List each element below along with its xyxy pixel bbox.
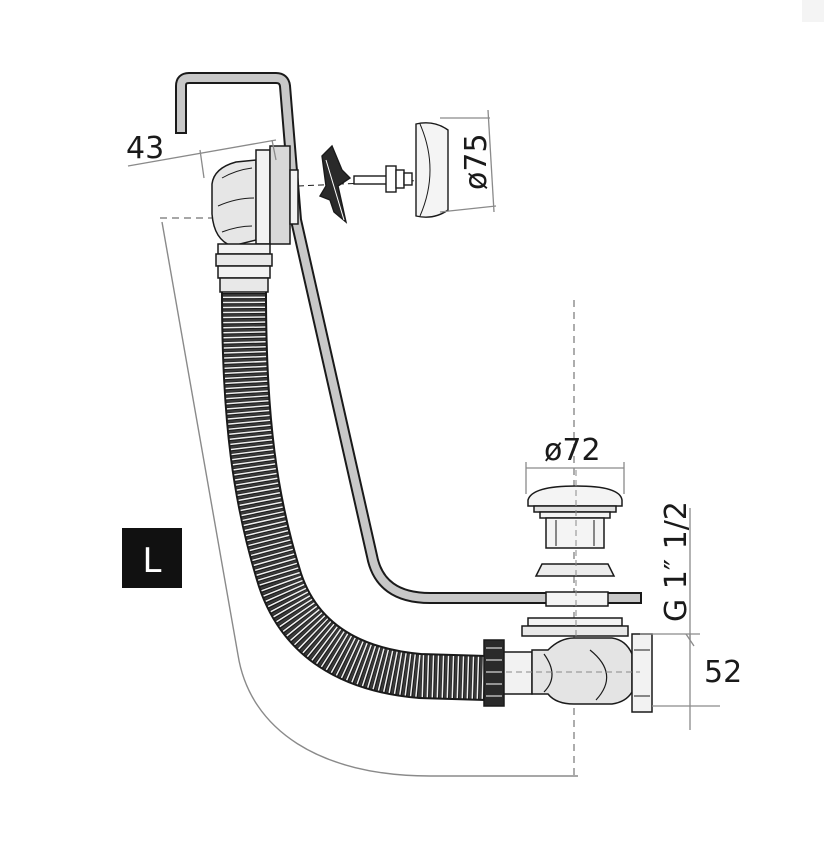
corrugated-hose [221,244,487,701]
overflow-flange [255,149,271,245]
hose-top-collar [215,243,273,293]
dimension-75 [439,109,497,213]
dimension-75-label: ø75 [459,133,494,190]
plug-body [545,517,605,549]
overflow-cover-parts [297,122,449,224]
overflow-cable-tube [175,72,642,604]
length-curved-dimension-line [161,221,578,777]
overflow-head [211,145,299,247]
trap-body [531,637,633,705]
bath-wall-plate [545,591,609,607]
overflow-cap [415,122,449,218]
length-badge-label: L [143,541,162,581]
plug-cap [527,485,623,507]
dimension-43-label: 43 [126,131,164,166]
length-badge [122,528,182,588]
dimension-52-label: 52 [704,655,742,690]
drain-trap-body [483,633,653,713]
dimension-72-label: ø72 [544,433,601,468]
trap-gasket [527,617,623,627]
trap-outlet-nut [631,633,653,713]
hose-spigot [503,651,533,695]
overflow-spider [318,144,352,224]
corner-mark [802,0,824,22]
plug-washer [534,563,616,577]
drain-plug-assembly [521,470,629,640]
dimension-thread-label: G 1″ 1/2 [659,501,694,622]
dimension-72 [525,462,625,494]
dimension-52 [652,633,720,730]
overflow-gasket [269,145,291,245]
overflow-screw-shaft [353,175,389,185]
dimension-43 [127,139,277,179]
